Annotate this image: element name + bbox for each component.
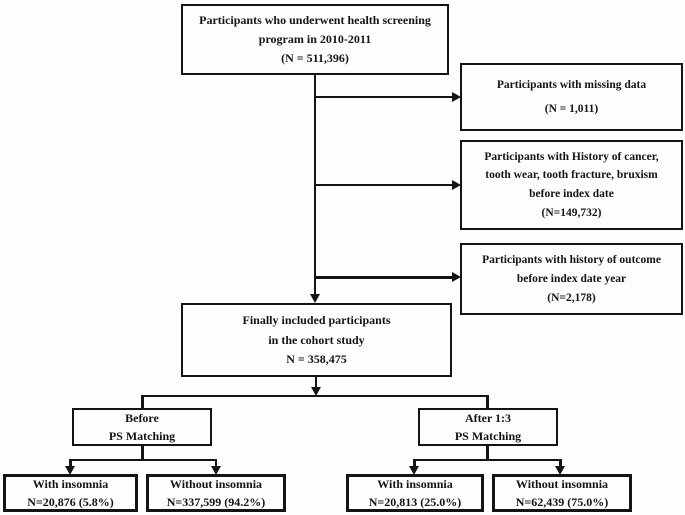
connector-before-stub <box>141 446 144 459</box>
box-history-exclusion: Participants with History of cancer, too… <box>460 140 683 230</box>
box-before-matching: Before PS Matching <box>72 408 212 446</box>
box-history-exclusion-line-2: tooth wear, tooth fracture, bruxism <box>485 169 658 182</box>
arrowhead-to-matching-branch <box>310 387 321 396</box>
connector-after-stub <box>486 446 489 459</box>
box-missing-data-line-1: Participants with missing data <box>496 78 647 91</box>
box-screening: Participants who underwent health screen… <box>181 4 449 75</box>
connector-before-left-arm <box>69 458 72 467</box>
connector-to-outcome-line <box>313 276 452 279</box>
box-final-cohort-line-3: N = 358,475 <box>286 352 347 367</box>
box-screening-line-2: program in 2010-2011 <box>258 32 372 46</box>
box-final-cohort: Finally included participants in the coh… <box>181 303 452 377</box>
box-history-exclusion-line-4: (N=149,732) <box>541 207 602 220</box>
box-before-with-insomnia-line-2: N=20,876 (5.8%) <box>27 495 114 509</box>
box-outcome-exclusion-line-1: Participants with history of outcome <box>482 253 661 266</box>
connector-to-history-line <box>313 183 452 187</box>
box-after-without-insomnia-line-2: N=62,439 (75.0%) <box>515 495 609 509</box>
box-before-without-insomnia: Without insomnia N=337,599 (94.2%) <box>146 474 286 512</box>
box-after-matching-line-2: PS Matching <box>454 429 522 443</box>
box-after-with-insomnia-line-1: With insomnia <box>377 477 453 491</box>
box-final-cohort-line-1: Finally included participants <box>242 312 391 327</box>
box-after-matching-line-1: After 1:3 <box>464 411 512 425</box>
arrowhead-to-after-with <box>409 465 419 475</box>
box-history-exclusion-line-3: before index date <box>529 188 614 201</box>
box-before-matching-line-2: PS Matching <box>108 429 176 443</box>
box-after-without-insomnia-line-1: Without insomnia <box>515 477 609 491</box>
connector-after-drop <box>486 394 489 408</box>
arrowhead-to-final <box>309 294 320 303</box>
arrowhead-to-history <box>452 179 461 190</box>
arrowhead-to-after-without <box>555 465 565 475</box>
connector-final-stub <box>314 377 318 388</box>
box-outcome-exclusion-line-3: (N=2,178) <box>547 291 596 304</box>
connector-after-left-arm <box>413 458 416 467</box>
box-outcome-exclusion-line-2: before index date year <box>516 272 627 285</box>
box-after-with-insomnia: With insomnia N=20,813 (25.0%) <box>346 474 484 512</box>
box-before-without-insomnia-line-2: N=337,599 (94.2%) <box>166 495 266 509</box>
box-outcome-exclusion: Participants with history of outcome bef… <box>460 243 683 315</box>
connector-before-branch-hline <box>69 458 218 462</box>
arrowhead-to-before-without <box>210 465 221 475</box>
box-before-without-insomnia-line-1: Without insomnia <box>169 477 263 491</box>
box-missing-data: Participants with missing data (N = 1,01… <box>460 63 683 131</box>
connector-before-right-arm <box>214 458 218 467</box>
box-after-with-insomnia-line-2: N=20,813 (25.0%) <box>368 495 462 509</box>
box-before-with-insomnia: With insomnia N=20,876 (5.8%) <box>3 474 138 512</box>
connector-after-right-arm <box>559 458 562 467</box>
box-after-matching: After 1:3 PS Matching <box>418 408 558 446</box>
box-final-cohort-line-2: in the cohort study <box>268 332 365 347</box>
box-screening-line-3: (N = 511,396) <box>281 51 349 65</box>
arrowhead-to-outcome <box>452 272 461 282</box>
connector-matching-branch-hline <box>141 394 489 398</box>
box-history-exclusion-line-1: Participants with History of cancer, <box>484 150 659 163</box>
box-before-with-insomnia-line-1: With insomnia <box>32 477 109 491</box>
arrowhead-to-before-with <box>65 465 75 475</box>
box-screening-line-1: Participants who underwent health screen… <box>199 13 431 27</box>
arrowhead-to-missing <box>452 91 461 102</box>
box-before-matching-line-1: Before <box>125 411 159 425</box>
connector-to-missing-line <box>313 95 452 99</box>
box-after-without-insomnia: Without insomnia N=62,439 (75.0%) <box>492 474 632 512</box>
connector-before-drop <box>141 394 144 408</box>
box-missing-data-line-2: (N = 1,011) <box>544 102 599 115</box>
connector-after-branch-hline <box>413 458 562 462</box>
